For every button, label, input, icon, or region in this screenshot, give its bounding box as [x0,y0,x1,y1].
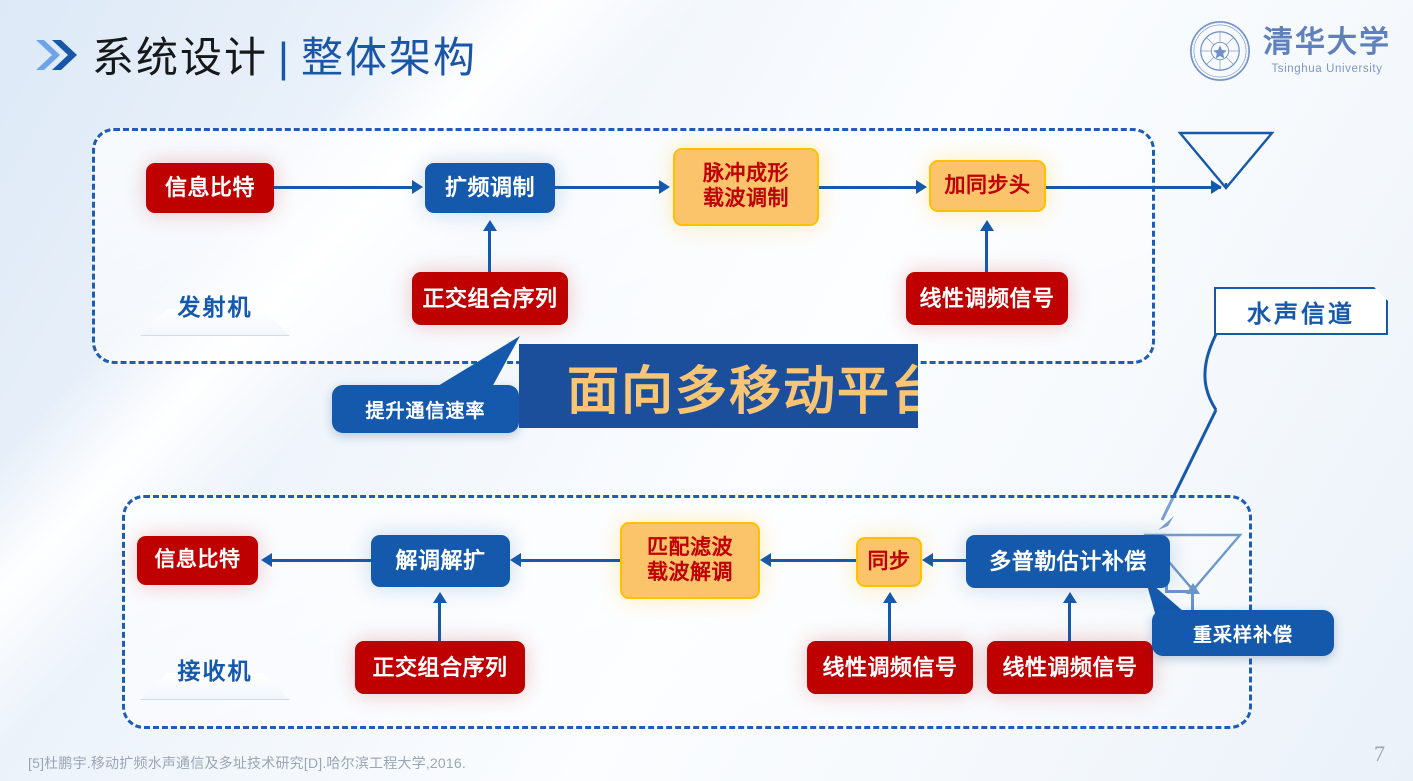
callout-rate-label: 提升通信速率 [365,400,486,422]
page-title-separator: | [278,34,291,81]
channel-label: 水声信道 [1214,287,1388,335]
banner-text: 面向多移动平台 [567,362,918,421]
receiver-podium-label: 接收机 [177,658,253,684]
highlight-banner: 面向多移动平台 [519,344,918,428]
node-tx-info-bits[interactable]: 信息比特 [146,163,274,213]
arrow-rx-chirp1-to-sync [888,600,891,641]
transmitter-podium: 发射机 [140,288,290,336]
page-title: 系统设计|整体架构 [92,24,477,85]
channel-label-text: 水声信道 [1247,300,1355,328]
tsinghua-seal-icon [1190,21,1250,81]
antenna-triangle-icon [1177,131,1275,190]
node-rx-chirp-1[interactable]: 线性调频信号 [807,641,973,694]
arrow-head-icon [659,180,670,194]
footer-reference: [5]杜鹏宇.移动扩频水声通信及多址技术研究[D].哈尔滨工程大学,2016. [28,755,466,771]
arrow-tx-sync-to-antenna [1046,186,1221,189]
arrow-head-icon [261,553,272,567]
arrow-rx-doppler-to-sync [933,559,966,562]
arrow-head-icon [1063,592,1077,603]
arrow-tx-pulse-to-sync [819,186,918,189]
node-rx-info-bits[interactable]: 信息比特 [137,536,258,585]
arrow-head-icon [760,553,771,567]
node-tx-chirp[interactable]: 线性调频信号 [906,272,1068,325]
logo-english-name: Tsinghua University [1271,62,1383,75]
page-title-sub: 整体架构 [300,34,477,81]
arrow-head-icon [433,592,447,603]
arrow-rx-demod-to-bits [272,559,371,562]
page-number: 7 [1374,741,1385,766]
arrow-head-icon [916,180,927,194]
arrow-tx-spread-to-pulse [555,186,661,189]
podium-shape [140,673,290,700]
node-tx-spread-mod[interactable]: 扩频调制 [425,163,555,213]
node-rx-sync[interactable]: 同步 [856,537,922,587]
node-rx-ortho-seq[interactable]: 正交组合序列 [355,641,525,694]
arrow-tx-bits-to-spread [274,186,414,189]
callout-resample-label: 重采样补偿 [1192,624,1293,646]
node-line-1: 脉冲成形 [703,162,789,186]
double-chevron-right-icon [36,40,77,70]
node-rx-match-filter[interactable]: 匹配滤波 载波解调 [620,522,760,599]
node-rx-demod-despread[interactable]: 解调解扩 [371,535,510,587]
callout-resample[interactable]: 重采样补偿 [1152,610,1334,656]
arrow-head-icon [883,592,897,603]
node-line-2: 载波解调 [647,560,733,584]
transmitter-podium-label: 发射机 [177,294,253,320]
callout-resample-tail [1145,578,1191,620]
arrow-rx-ortho-to-demod [438,600,441,641]
node-tx-ortho-seq[interactable]: 正交组合序列 [412,272,568,325]
node-rx-doppler[interactable]: 多普勒估计补偿 [966,535,1170,588]
arrow-rx-sync-to-match [771,559,856,562]
arrow-head-icon [412,180,423,194]
arrow-head-icon [980,220,994,231]
callout-rate[interactable]: 提升通信速率 [332,385,519,433]
node-tx-pulse-carrier[interactable]: 脉冲成形 载波调制 [673,148,819,226]
page-title-main: 系统设计 [92,34,269,81]
arrow-head-icon [1211,180,1222,194]
callout-rate-tail [428,336,520,398]
arrow-head-icon [510,553,521,567]
logo-chinese-name: 清华大学 [1263,24,1391,60]
node-line-2: 载波调制 [703,187,789,210]
receiver-podium: 接收机 [140,652,290,700]
university-logo: 清华大学 Tsinghua University [1189,16,1391,86]
node-line-1: 匹配滤波 [647,535,733,559]
arrow-rx-match-to-demod [521,559,620,562]
podium-shape [140,309,290,336]
arrow-head-icon [483,220,497,231]
arrow-head-icon [922,553,933,567]
node-tx-add-sync[interactable]: 加同步头 [929,160,1046,212]
arrow-tx-ortho-to-spread [488,228,491,272]
slide-header: 系统设计|整体架构 [0,0,1413,108]
arrow-tx-chirp-to-sync [985,228,988,272]
arrow-rx-chirp2-to-doppler [1068,600,1071,641]
node-rx-chirp-2[interactable]: 线性调频信号 [987,641,1153,694]
